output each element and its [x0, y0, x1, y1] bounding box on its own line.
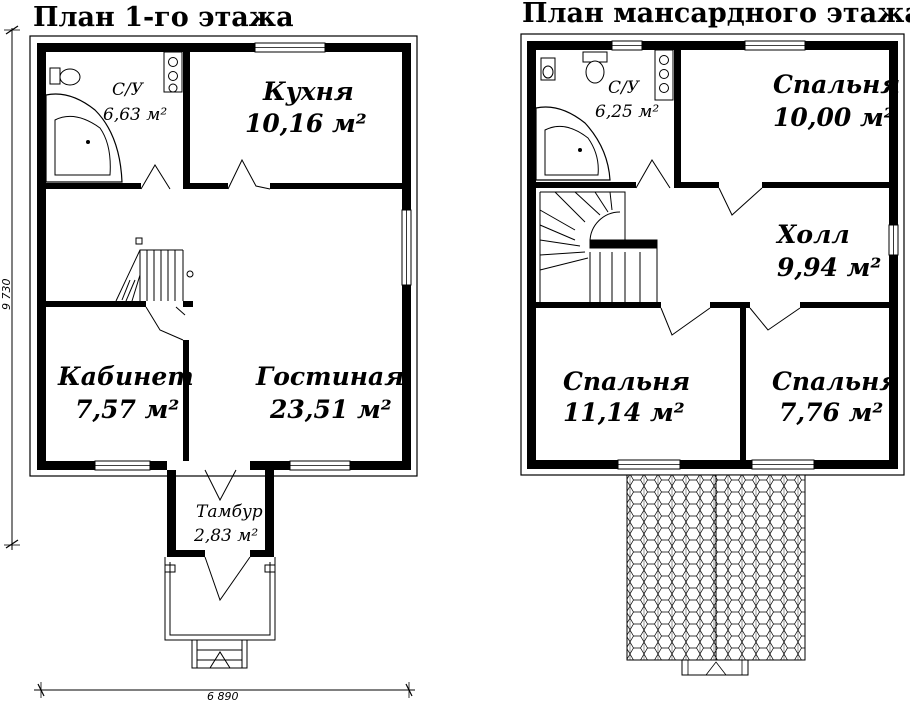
first-floor-dimensions: 9 730 6 890 [0, 25, 415, 703]
attic-bath-area-label: 6,25 м² [595, 102, 659, 122]
vestibule-area-label: 2,83 м² [193, 526, 258, 546]
living-area-label: 23,51 м² [269, 395, 392, 424]
office-area-label: 7,57 м² [75, 395, 179, 424]
attic-floor-windows [611, 40, 899, 470]
first-floor-interior-walls [46, 52, 402, 557]
attic-floor-bath-fixtures [535, 49, 674, 181]
attic-floor-room-labels: С/У 6,25 м² Спальня 10,00 м² Холл 9,94 м… [563, 70, 900, 427]
first-floor-bath-fixtures [45, 51, 183, 183]
attic-bath-name-label: С/У [608, 78, 641, 98]
hall-area-label: 9,94 м² [777, 253, 881, 282]
first-floor-stairs [115, 237, 194, 302]
attic-floor-doors [635, 159, 801, 336]
bedroom3-name-label: Спальня [772, 367, 899, 396]
first-floor-room-labels: С/У 6,63 м² Кухня 10,16 м² Кабинет 7,57 … [57, 77, 404, 546]
hall-name-label: Холл [775, 220, 850, 249]
attic-floor-roof-paving [626, 474, 806, 676]
width-dimension-label: 6 890 [207, 690, 239, 703]
living-name-label: Гостиная [255, 362, 404, 391]
bedroom2-area-label: 11,14 м² [563, 398, 685, 427]
attic-floor-title: План мансардного этажа [522, 0, 910, 29]
bedroom3-area-label: 7,76 м² [779, 398, 883, 427]
attic-floor-plan: План мансардного этажа [520, 0, 910, 676]
attic-floor-stairs [539, 191, 658, 302]
kitchen-name-label: Кухня [262, 77, 354, 106]
first-floor-outline [29, 35, 418, 477]
vestibule-name-label: Тамбур [196, 502, 263, 522]
first-floor-plan: План 1-го этажа [0, 2, 418, 703]
bath-area-label: 6,63 м² [103, 105, 167, 125]
first-floor-doors [140, 158, 271, 602]
office-name-label: Кабинет [57, 362, 194, 391]
first-floor-porch [164, 557, 276, 669]
attic-floor-interior-walls [536, 50, 889, 460]
bedroom1-name-label: Спальня [773, 70, 900, 99]
bath-name-label: С/У [112, 80, 145, 100]
kitchen-area-label: 10,16 м² [245, 109, 367, 138]
first-floor-windows [94, 42, 412, 471]
bedroom1-area-label: 10,00 м² [773, 103, 895, 132]
bedroom2-name-label: Спальня [563, 367, 690, 396]
first-floor-title: План 1-го этажа [33, 2, 294, 33]
height-dimension-label: 9 730 [0, 279, 13, 311]
